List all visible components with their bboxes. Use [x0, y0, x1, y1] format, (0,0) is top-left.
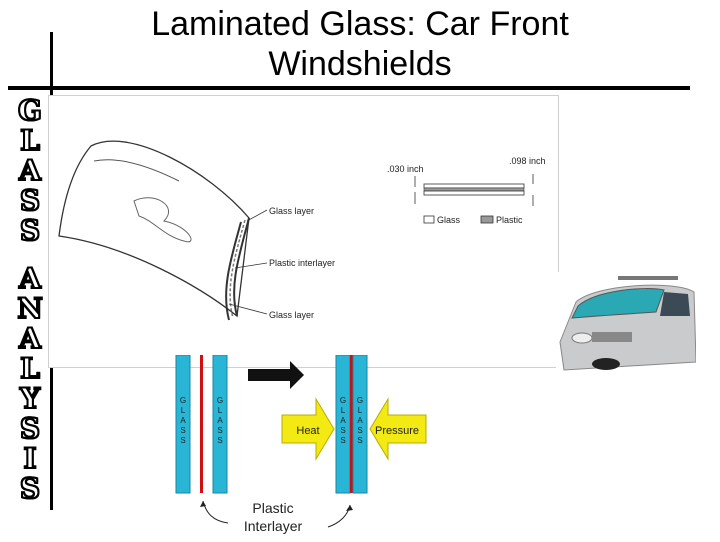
- process-arrow: [248, 361, 304, 389]
- side-letter: A: [6, 156, 54, 186]
- glass-letter: A: [180, 416, 186, 425]
- pressure-label: Pressure: [375, 425, 419, 437]
- legend-glass-label: Glass: [437, 215, 461, 225]
- plastic-interlayer: [200, 355, 203, 493]
- interlayer-label-line2: Interlayer: [244, 518, 303, 534]
- glass-letter: S: [180, 436, 185, 445]
- side-vertical-text: G L A S S A N A L Y S I S: [6, 96, 54, 504]
- side-letter: G: [6, 96, 54, 126]
- glass-letter: L: [358, 406, 363, 415]
- glass-letter: S: [217, 426, 222, 435]
- lamination-svg: G L A S S G L A S S G L A S S G L A S S: [168, 355, 430, 537]
- glass-letter: S: [180, 426, 185, 435]
- side-letter: Y: [6, 384, 54, 414]
- side-letter: S: [6, 474, 54, 504]
- glass-letter: A: [340, 416, 346, 425]
- thickness-right-label: .098 inch: [509, 156, 546, 166]
- glass-letter: S: [357, 436, 362, 445]
- side-letter: S: [6, 414, 54, 444]
- glass-letter: S: [340, 426, 345, 435]
- car-illustration: [556, 272, 696, 372]
- pointer-curve: [203, 501, 228, 523]
- vertical-rule-top: [50, 32, 53, 88]
- side-window: [660, 292, 690, 316]
- lamination-process-diagram: G L A S S G L A S S G L A S S G L A S S: [168, 355, 430, 537]
- grille: [592, 332, 632, 342]
- glass-letter: S: [340, 436, 345, 445]
- glass-letter: A: [357, 416, 363, 425]
- glass-letter: L: [181, 406, 186, 415]
- glass-letter: S: [357, 426, 362, 435]
- legend-plastic-swatch: [481, 216, 493, 223]
- windshield-svg: Glass layer Plastic interlayer Glass lay…: [49, 96, 558, 367]
- title-line-1: Laminated Glass: Car Front: [80, 4, 640, 44]
- glass-letter: L: [341, 406, 346, 415]
- side-letter: L: [6, 354, 54, 384]
- cross-section-plastic: [424, 188, 524, 191]
- label-plastic-interlayer: Plastic interlayer: [269, 258, 335, 268]
- wheel: [592, 358, 620, 370]
- windshield-outline: [59, 141, 249, 316]
- windshield-diagram: Glass layer Plastic interlayer Glass lay…: [48, 95, 559, 368]
- title-line-2: Windshields: [80, 44, 640, 84]
- pointer-arrowhead: [346, 505, 353, 511]
- thickness-left-label: .030 inch: [387, 164, 424, 174]
- interlayer-label-line1: Plastic: [252, 500, 293, 516]
- side-letter: N: [6, 294, 54, 324]
- label-glass-layer-top: Glass layer: [269, 206, 314, 216]
- side-letter: L: [6, 126, 54, 156]
- pointer-curve: [328, 505, 350, 527]
- side-letter: S: [6, 216, 54, 246]
- side-letter: A: [6, 264, 54, 294]
- glass-letter: S: [217, 436, 222, 445]
- cross-section-glass-bottom: [424, 191, 524, 195]
- glass-letter: G: [217, 396, 223, 405]
- car-photo: [556, 272, 696, 372]
- glass-letter: A: [217, 416, 223, 425]
- roof-rack: [618, 276, 678, 280]
- heat-label: Heat: [296, 425, 319, 437]
- side-letter: S: [6, 186, 54, 216]
- leader-line: [247, 210, 267, 221]
- headlight: [572, 333, 592, 343]
- glass-letter: L: [218, 406, 223, 415]
- cross-section-glass-top: [424, 184, 524, 188]
- title-underline: [8, 86, 690, 90]
- side-letter: I: [6, 444, 54, 474]
- glass-letter: G: [180, 396, 186, 405]
- pointer-arrowhead: [200, 501, 206, 507]
- side-letter: A: [6, 324, 54, 354]
- legend-plastic-label: Plastic: [496, 215, 523, 225]
- label-glass-layer-bottom: Glass layer: [269, 310, 314, 320]
- glass-letter: G: [357, 396, 363, 405]
- slide-title: Laminated Glass: Car Front Windshields: [80, 4, 640, 84]
- legend-glass-swatch: [424, 216, 434, 223]
- glass-letter: G: [340, 396, 346, 405]
